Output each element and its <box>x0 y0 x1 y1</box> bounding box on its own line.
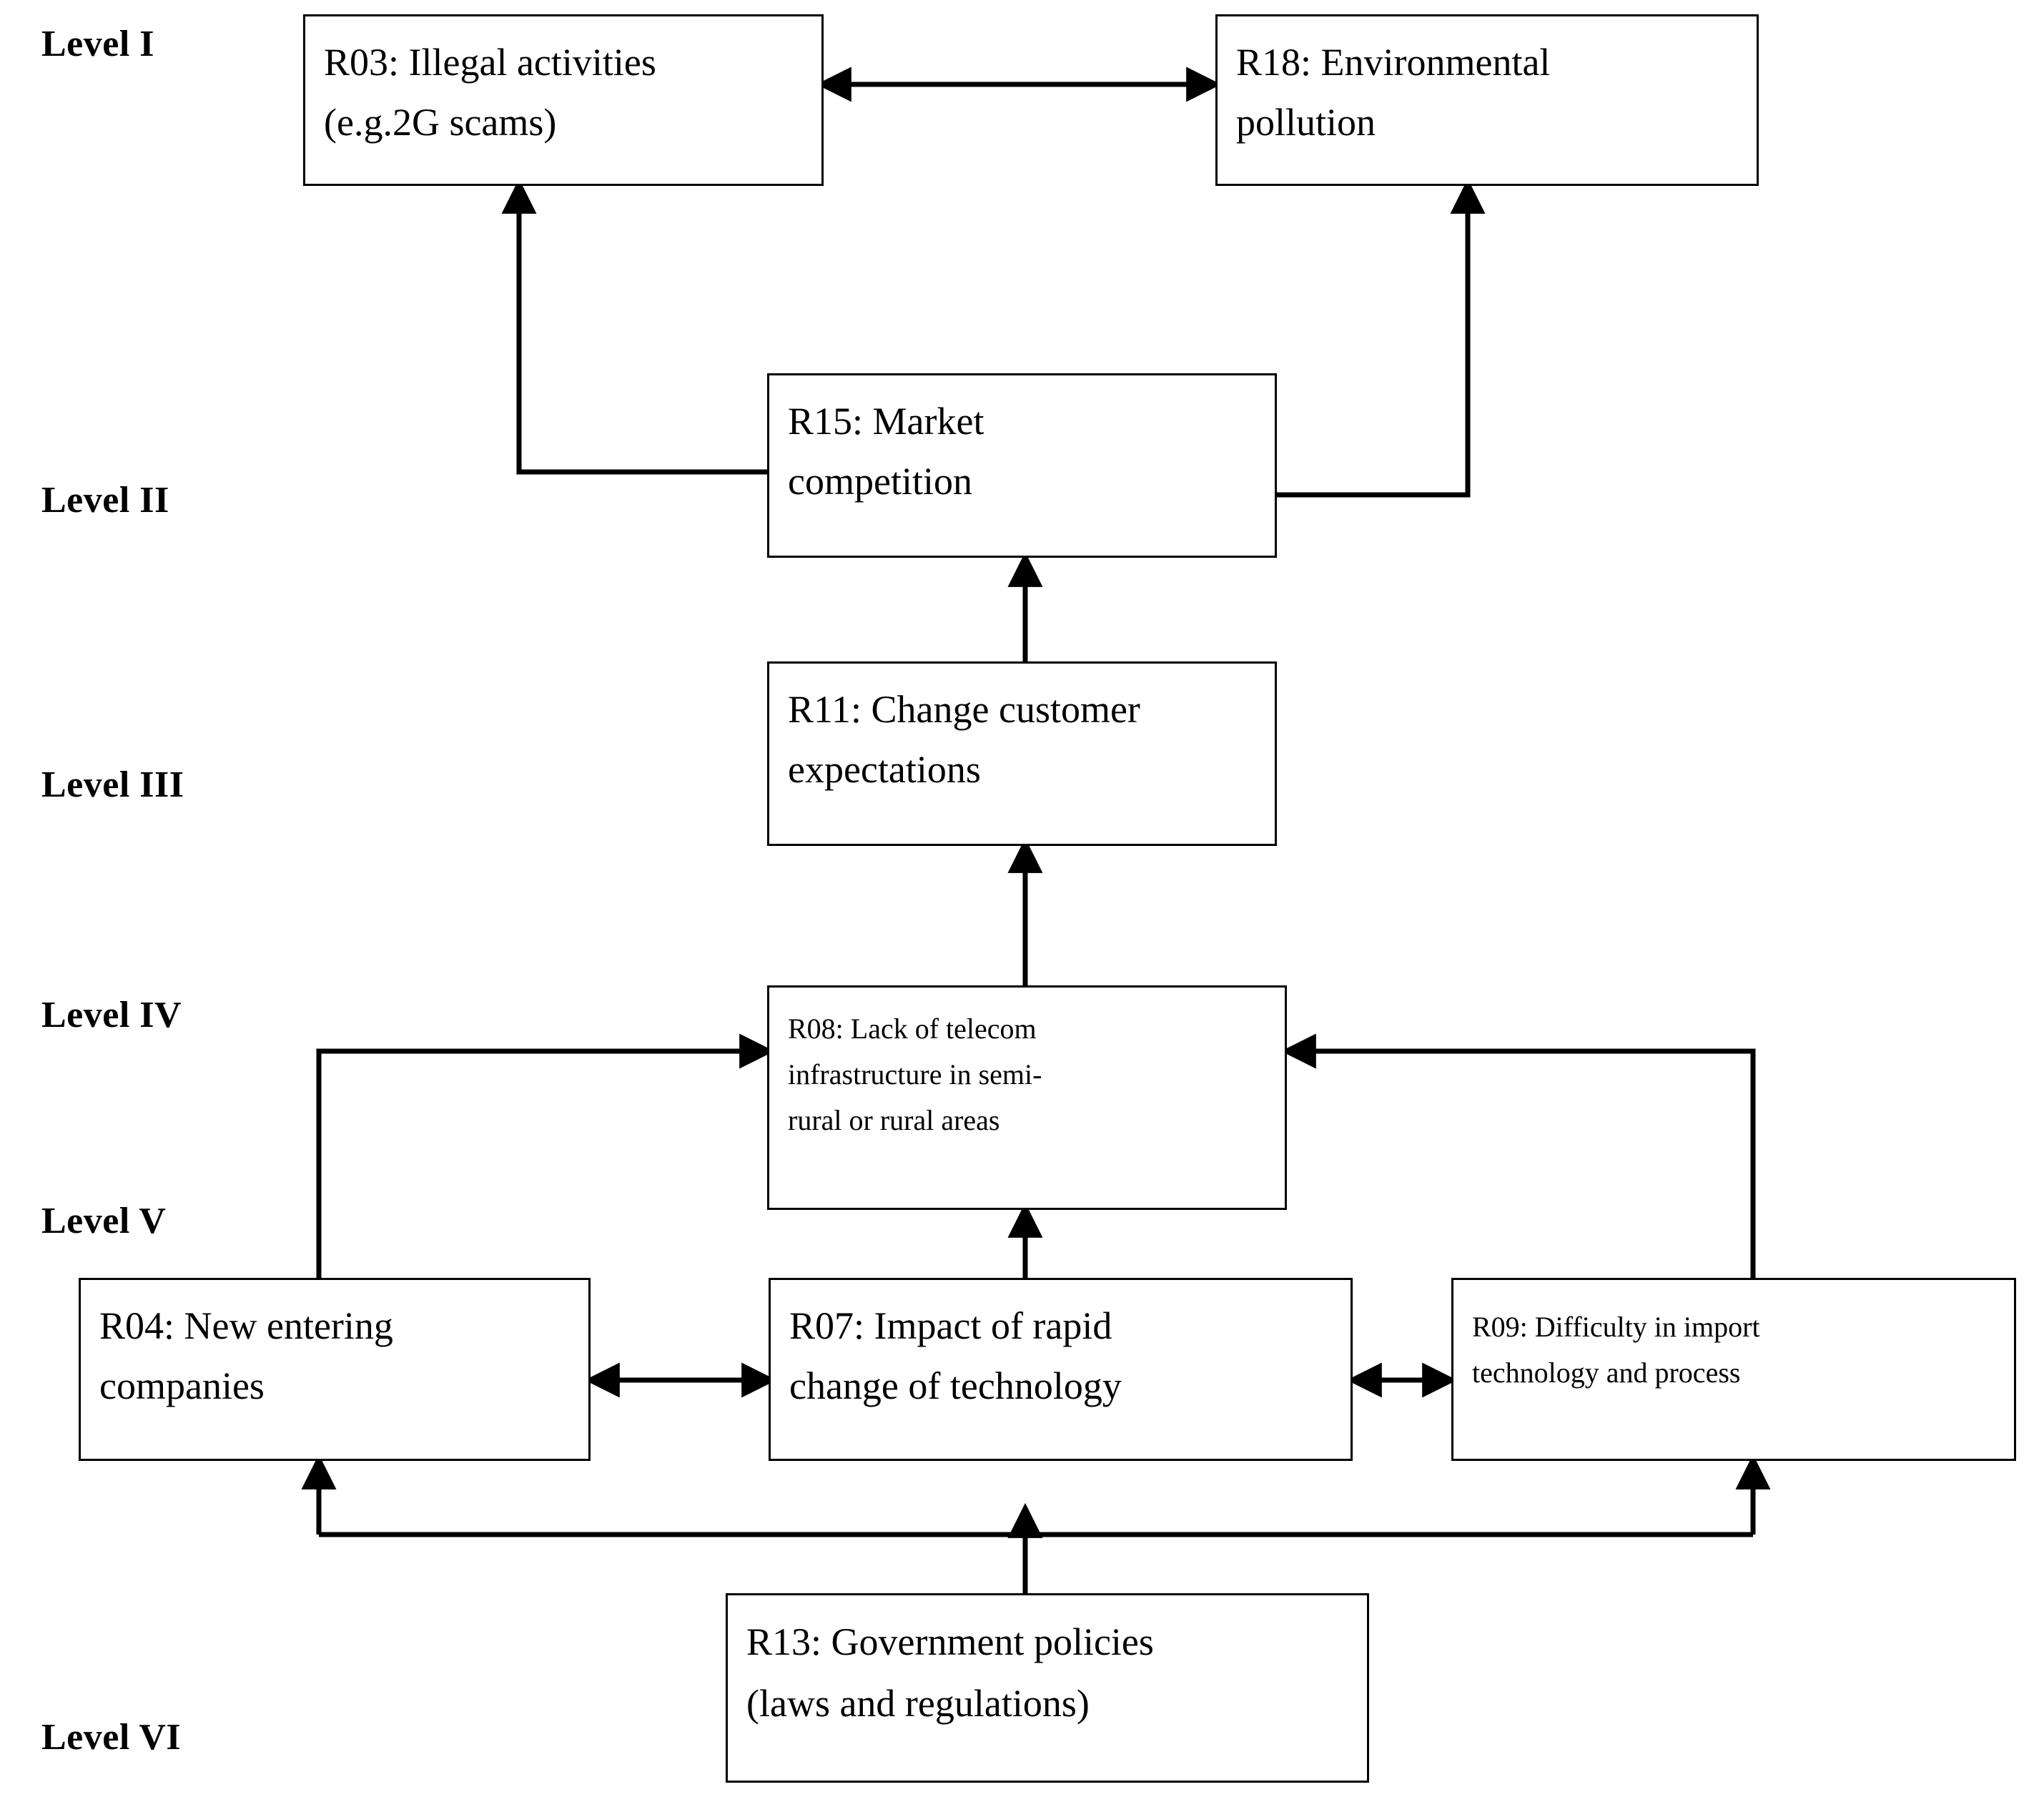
node-r08-line-1: R08: Lack of telecom <box>788 1013 1037 1045</box>
node-r08[interactable]: R08: Lack of telecom infrastructure in s… <box>767 985 1287 1210</box>
node-r11-line-1: R11: Change customer <box>788 688 1140 731</box>
node-r08-line-3: rural or rural areas <box>788 1104 1000 1136</box>
level-label-4-prefix: Level <box>41 995 130 1035</box>
node-r09-line-1: R09: Difficulty in import <box>1472 1311 1760 1343</box>
node-r07[interactable]: R07: Impact of rapid change of technolog… <box>769 1278 1353 1461</box>
node-r04[interactable]: R04: New entering companies <box>79 1278 591 1461</box>
node-r18-line-2: pollution <box>1236 101 1376 144</box>
level-label-1-roman: I <box>139 24 155 64</box>
node-r13[interactable]: R13: Government policies (laws and regul… <box>726 1593 1369 1783</box>
edge-r09-r08 <box>1280 1033 1756 1280</box>
level-label-2-roman: II <box>139 480 169 521</box>
level-label-3-prefix: Level <box>41 764 130 805</box>
level-label-2: Level II <box>41 479 169 521</box>
level-label-6-roman: VI <box>139 1717 182 1758</box>
node-r09-line-2: technology and process <box>1472 1357 1741 1389</box>
level-label-5-prefix: Level <box>41 1201 130 1241</box>
node-r15[interactable]: R15: Market competition <box>767 373 1277 558</box>
node-r09[interactable]: R09: Difficulty in import technology and… <box>1451 1278 2016 1461</box>
node-r03-line-2: (e.g.2G scams) <box>324 101 557 144</box>
node-r15-line-2: competition <box>788 460 972 503</box>
node-r18-line-1: R18: Environmental <box>1236 41 1551 84</box>
node-r03-line-1: R03: Illegal activities <box>324 41 656 84</box>
level-label-6: Level VI <box>41 1716 181 1758</box>
node-r07-line-1: R07: Impact of rapid <box>789 1304 1112 1347</box>
level-label-2-prefix: Level <box>41 480 130 521</box>
node-r04-line-2: companies <box>99 1364 265 1407</box>
node-r13-line-2: (laws and regulations) <box>746 1682 1090 1725</box>
node-r13-line-1: R13: Government policies <box>746 1620 1154 1663</box>
level-label-3: Level III <box>41 764 184 806</box>
node-r11[interactable]: R11: Change customer expectations <box>767 661 1277 846</box>
node-r04-line-1: R04: New entering <box>99 1304 393 1347</box>
node-r08-line-2: infrastructure in semi- <box>788 1058 1042 1090</box>
level-label-4: Level IV <box>41 994 182 1036</box>
level-label-5-roman: V <box>139 1201 167 1241</box>
node-r03[interactable]: R03: Illegal activities (e.g.2G scams) <box>303 14 824 186</box>
node-r18[interactable]: R18: Environmental pollution <box>1215 14 1759 186</box>
level-label-3-roman: III <box>139 764 184 805</box>
edge-r15-r03 <box>501 178 767 475</box>
edge-r04-r08 <box>316 1033 775 1280</box>
node-r11-line-2: expectations <box>788 748 981 791</box>
level-label-6-prefix: Level <box>41 1717 130 1758</box>
level-label-4-roman: IV <box>139 995 182 1035</box>
level-label-1-prefix: Level <box>41 24 130 64</box>
level-label-1: Level I <box>41 23 154 65</box>
node-r15-line-1: R15: Market <box>788 400 984 443</box>
edge-r15-r18 <box>1277 178 1486 498</box>
node-r07-line-2: change of technology <box>789 1364 1122 1407</box>
level-label-5: Level V <box>41 1200 166 1242</box>
